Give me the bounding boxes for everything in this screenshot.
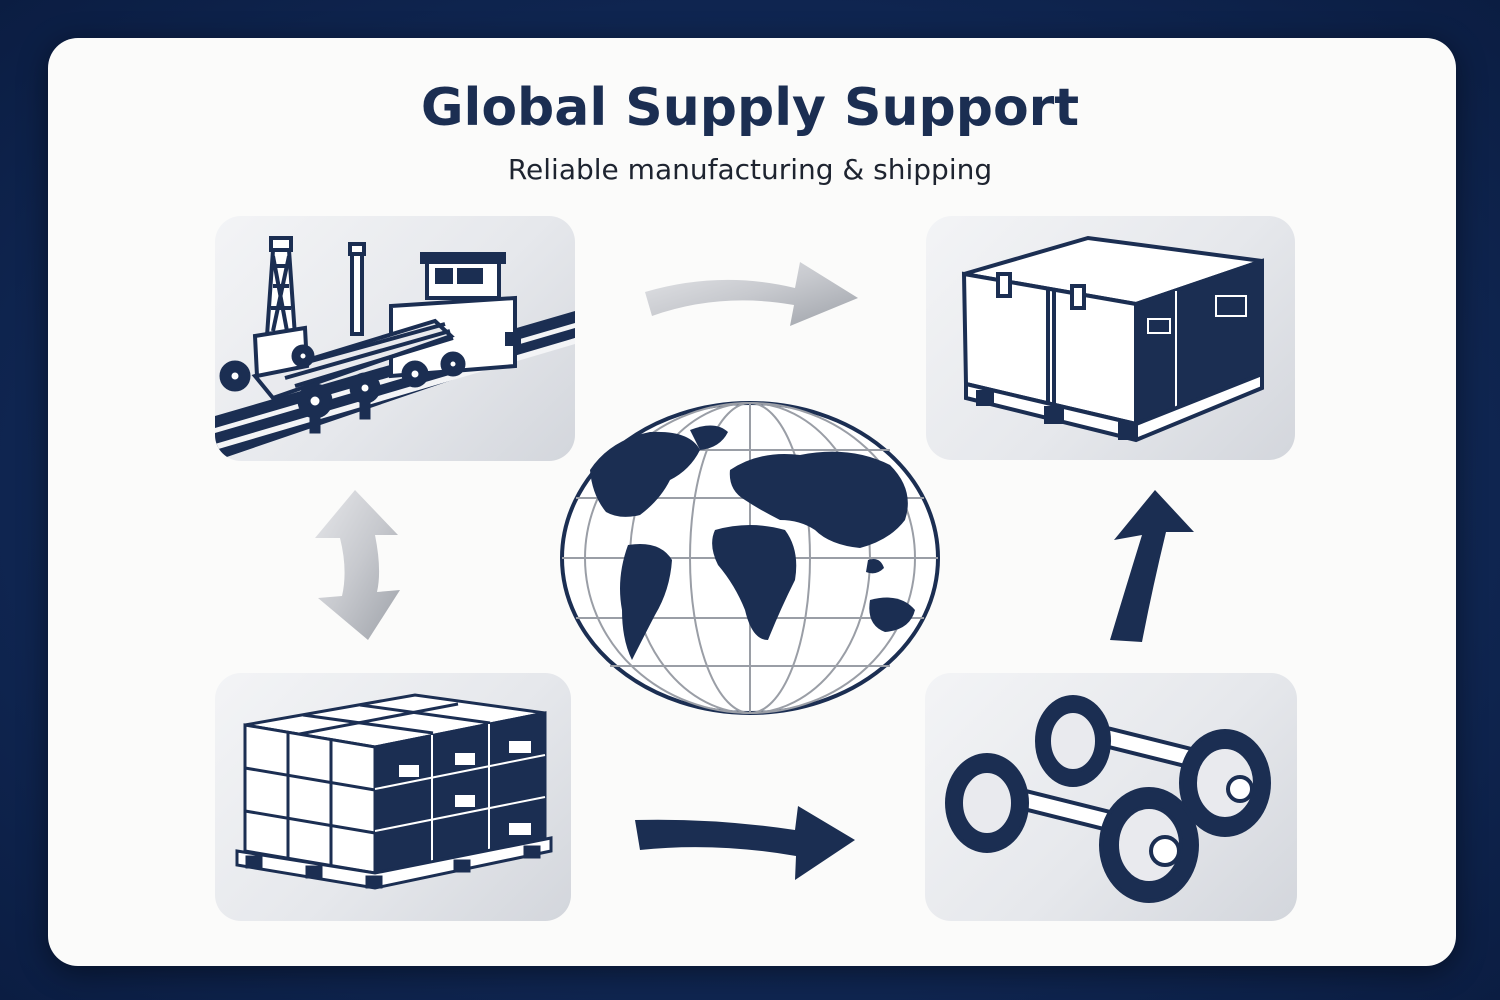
factory-icon <box>215 236 575 461</box>
dumbbells-panel <box>925 673 1297 921</box>
shipping-crate-icon <box>961 235 1264 443</box>
palletized-boxes-icon <box>235 693 553 890</box>
dumbbells-icon <box>945 695 1271 903</box>
factory-panel <box>215 216 575 461</box>
palletized-boxes-panel <box>215 673 571 921</box>
page-title: Global Supply Support <box>420 78 1080 138</box>
shipping-crate-panel <box>926 216 1295 460</box>
page-subtitle: Reliable manufacturing & shipping <box>507 153 993 186</box>
